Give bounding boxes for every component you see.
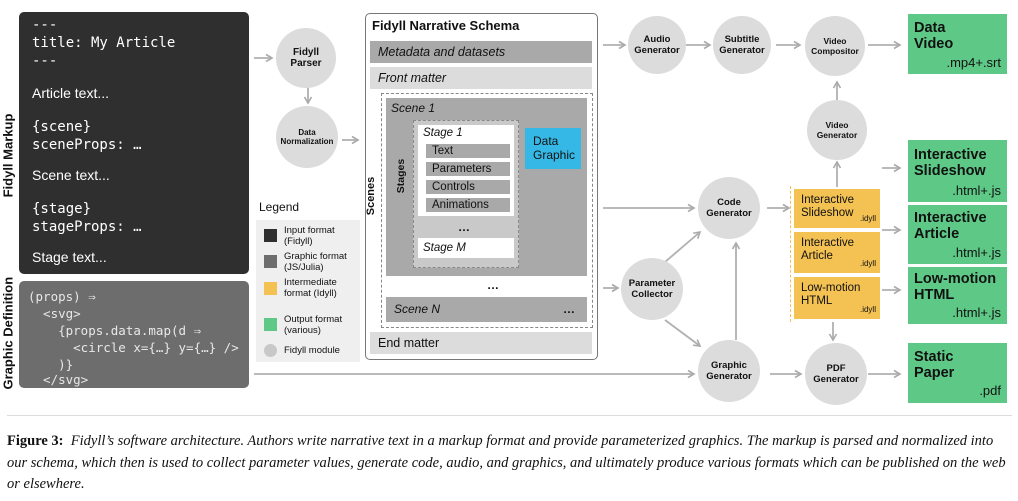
audio-generator-module: Audio Generator (628, 16, 686, 74)
stage-item-parameters: Parameters (426, 162, 510, 176)
scene-n-ellipsis: … (563, 302, 575, 316)
fidyll-parser-module: Fidyll Parser (276, 28, 336, 88)
parameter-collector-module: Parameter Collector (621, 258, 683, 320)
figure-caption: Figure 3: Fidyll’s software architecture… (7, 431, 1012, 496)
output-title: Low-motion HTML (914, 271, 997, 303)
graphic-line: {props.data.map(d ⇒ (28, 323, 202, 338)
output-interactive-slideshow: Interactive Slideshow .html+.js (908, 140, 1007, 202)
output-ext: .pdf (979, 383, 1001, 398)
intermediate-label: Low-motion HTML (801, 282, 861, 307)
scenes-label: Scenes (365, 176, 377, 216)
intermediate-ext: .idyll (859, 214, 876, 223)
data-normalization-module: Data Normalization (276, 106, 338, 168)
markup-line: --- (32, 53, 58, 69)
graphic-definition-side-label: Graphic Definition (0, 276, 16, 390)
output-ext: .html+.js (952, 305, 1001, 320)
intermediate-article: Interactive Article .idyll (794, 232, 880, 273)
video-compositor-module: Video Compositor (805, 16, 865, 76)
markup-line: {stage} (32, 201, 92, 217)
graphic-line: <circle x={…} y={…} /> (28, 340, 239, 355)
legend-label: Fidyll module (284, 345, 340, 356)
intermediate-label: Interactive Article (801, 237, 855, 262)
scene-n-box: Scene N … (386, 297, 587, 322)
video-generator-module: Video Generator (807, 100, 867, 160)
markup-line: title: My Article (32, 35, 176, 51)
arrow-param-graphic (664, 319, 702, 347)
legend-label: Output format (various) (284, 314, 343, 336)
legend-swatch-output (264, 318, 277, 331)
graphic-line: (props) ⇒ (28, 289, 96, 304)
legend-label: Graphic format (JS/Julia) (284, 251, 347, 273)
fidyll-markup-side-label: Fidyll Markup (0, 113, 16, 198)
intermediate-ext: .idyll (859, 259, 876, 268)
markup-line: --- (32, 17, 58, 33)
output-ext: .html+.js (952, 245, 1001, 260)
output-low-motion-html: Low-motion HTML .html+.js (908, 267, 1007, 324)
intermediate-label: Interactive Slideshow (801, 194, 855, 219)
legend-box: Input format (Fidyll) Graphic format (JS… (256, 220, 360, 362)
schema-title: Fidyll Narrative Schema (372, 18, 520, 33)
legend-label: Intermediate format (Idyll) (284, 277, 337, 299)
markup-line: Article text... (32, 85, 110, 101)
end-matter-bar: End matter (370, 332, 592, 354)
legend-swatch-module (264, 344, 277, 357)
output-data-video: Data Video .mp4+.srt (908, 14, 1007, 74)
metadata-bar: Metadata and datasets (370, 41, 592, 63)
stage-item-text: Text (426, 144, 510, 158)
graphic-generator-module: Graphic Generator (698, 340, 760, 402)
legend-swatch-intermediate (264, 282, 277, 295)
output-interactive-article: Interactive Article .html+.js (908, 205, 1007, 264)
intermediate-slideshow: Interactive Slideshow .idyll (794, 189, 880, 228)
legend-swatch-graphic (264, 255, 277, 268)
caption-label: Figure 3: (7, 433, 64, 449)
output-title: Interactive Slideshow (914, 147, 987, 179)
intermediate-bracket (790, 186, 886, 322)
code-generator-module: Code Generator (698, 177, 760, 239)
output-title: Interactive Article (914, 210, 987, 242)
data-graphic-box: Data Graphic (525, 128, 581, 169)
output-ext: .mp4+.srt (946, 55, 1001, 70)
output-title: Data Video (914, 20, 954, 52)
stage-1-label: Stage 1 (423, 127, 463, 139)
fidyll-markup-box: --- title: My Article --- Article text..… (19, 12, 249, 274)
intermediate-low-motion: Low-motion HTML .idyll (794, 277, 880, 319)
stages-label: Stages (395, 158, 407, 194)
markup-line: Stage text... (32, 249, 107, 265)
stage-item-animations: Animations (426, 198, 510, 212)
graphic-line: <svg> (28, 306, 81, 321)
front-matter-bar: Front matter (370, 67, 592, 89)
output-title: Static Paper (914, 349, 955, 381)
scenes-container (381, 93, 593, 328)
legend-label: Input format (Fidyll) (284, 225, 335, 247)
graphic-line: </svg> (28, 372, 89, 387)
legend-title: Legend (259, 200, 300, 214)
pdf-generator-module: PDF Generator (805, 343, 867, 405)
markup-line: {scene} (32, 119, 92, 135)
scene-ellipsis: … (487, 278, 499, 292)
output-ext: .html+.js (952, 183, 1001, 198)
markup-line: stageProps: … (32, 219, 142, 235)
graphic-definition-box: (props) ⇒ <svg> {props.data.map(d ⇒ <cir… (19, 281, 249, 388)
stage-m-box: Stage M (418, 238, 514, 258)
markup-line: sceneProps: … (32, 137, 142, 153)
scene-n-label: Scene N (394, 302, 441, 316)
stage-item-controls: Controls (426, 180, 510, 194)
caption-divider (7, 415, 1012, 416)
intermediate-ext: .idyll (859, 305, 876, 314)
graphic-line: )} (28, 357, 74, 372)
legend-swatch-input (264, 229, 277, 242)
output-static-paper: Static Paper .pdf (908, 343, 1007, 403)
subtitle-generator-module: Subtitle Generator (713, 16, 771, 74)
arrow-param-code (664, 230, 702, 263)
caption-text: Fidyll’s software architecture. Authors … (7, 433, 1006, 492)
stage-ellipsis: … (458, 220, 470, 234)
markup-line: Scene text... (32, 167, 110, 183)
scene-1-label: Scene 1 (391, 101, 436, 115)
